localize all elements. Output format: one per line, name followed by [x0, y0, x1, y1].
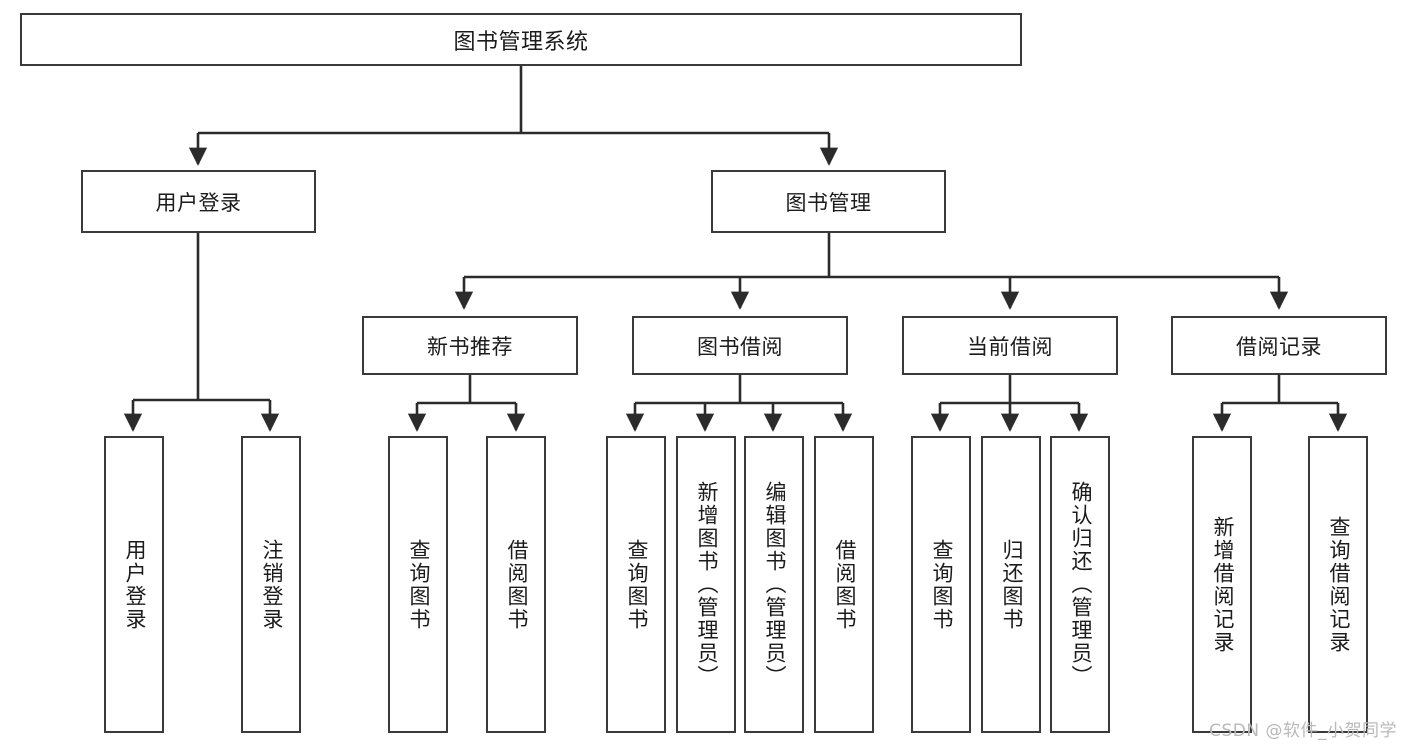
- node-root-label: 图书管理系统: [453, 29, 589, 55]
- leaf-query-borrow-record[interactable]: 查询借阅记录: [1308, 436, 1368, 733]
- node-user-login-label: 用户登录: [155, 190, 242, 215]
- leaf-borrow-book-recommend-label: 借阅图书: [504, 538, 529, 631]
- leaf-borrow-book-recommend[interactable]: 借阅图书: [486, 436, 546, 733]
- leaf-edit-book-admin[interactable]: 编辑图书（管理员）: [744, 436, 804, 733]
- leaf-query-book-current-label: 查询图书: [929, 538, 954, 631]
- node-root[interactable]: 图书管理系统: [20, 13, 1022, 66]
- node-user-login[interactable]: 用户登录: [81, 170, 316, 233]
- leaf-logout-label: 注销登录: [259, 538, 284, 631]
- leaf-return-book[interactable]: 归还图书: [981, 436, 1041, 733]
- node-borrow-records[interactable]: 借阅记录: [1171, 316, 1387, 375]
- node-book-borrow[interactable]: 图书借阅: [632, 316, 848, 375]
- leaf-query-borrow-record-label: 查询借阅记录: [1326, 515, 1351, 654]
- leaf-query-book-borrow[interactable]: 查询图书: [606, 436, 666, 733]
- leaf-borrow-book[interactable]: 借阅图书: [814, 436, 874, 733]
- leaf-add-book-admin[interactable]: 新增图书（管理员）: [676, 436, 736, 733]
- node-book-management-label: 图书管理: [785, 190, 872, 215]
- leaf-add-borrow-record[interactable]: 新增借阅记录: [1192, 436, 1252, 733]
- leaf-add-borrow-record-label: 新增借阅记录: [1210, 515, 1235, 654]
- leaf-query-book-current[interactable]: 查询图书: [911, 436, 971, 733]
- leaf-query-book-recommend[interactable]: 查询图书: [388, 436, 448, 733]
- node-new-book-recommend[interactable]: 新书推荐: [362, 316, 578, 375]
- leaf-borrow-book-label: 借阅图书: [832, 538, 857, 631]
- leaf-confirm-return-admin-label: 确认归还（管理员）: [1068, 481, 1093, 688]
- node-new-book-recommend-label: 新书推荐: [427, 334, 513, 359]
- node-current-borrow-label: 当前借阅: [967, 334, 1053, 359]
- node-book-management[interactable]: 图书管理: [711, 170, 946, 233]
- leaf-return-book-label: 归还图书: [999, 538, 1024, 631]
- leaf-add-book-admin-label: 新增图书（管理员）: [694, 481, 719, 688]
- leaf-user-login[interactable]: 用户登录: [104, 436, 164, 733]
- leaf-edit-book-admin-label: 编辑图书（管理员）: [762, 481, 787, 688]
- leaf-query-book-borrow-label: 查询图书: [624, 538, 649, 631]
- node-current-borrow[interactable]: 当前借阅: [902, 316, 1118, 375]
- node-borrow-records-label: 借阅记录: [1236, 334, 1322, 359]
- leaf-query-book-recommend-label: 查询图书: [406, 538, 431, 631]
- leaf-logout[interactable]: 注销登录: [241, 436, 301, 733]
- leaf-confirm-return-admin[interactable]: 确认归还（管理员）: [1050, 436, 1110, 733]
- csdn-watermark: CSDN @软件_小贺同学: [1209, 721, 1397, 741]
- leaf-user-login-label: 用户登录: [122, 538, 147, 631]
- node-book-borrow-label: 图书借阅: [697, 334, 783, 359]
